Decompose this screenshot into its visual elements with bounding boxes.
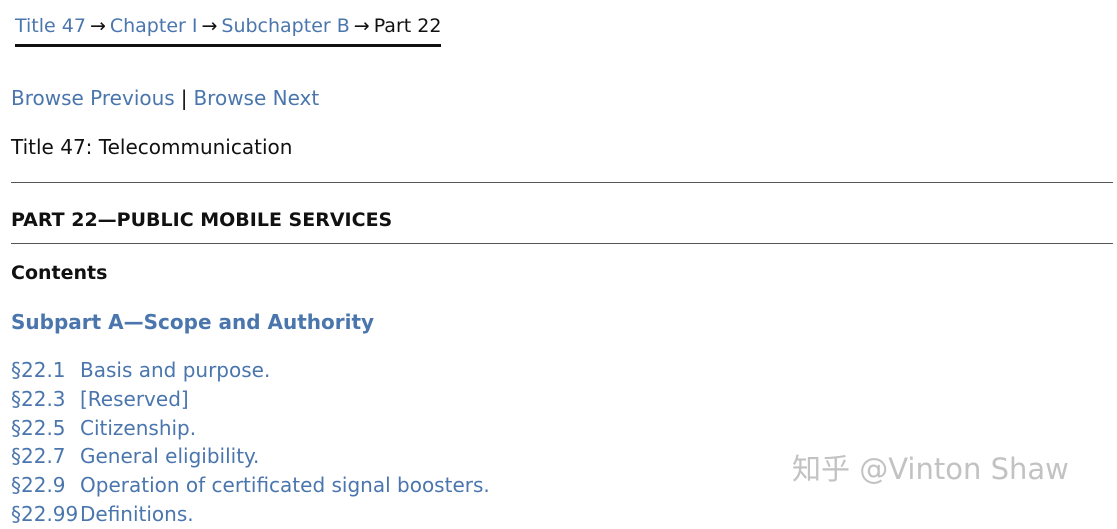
section-label: Operation of certificated signal booster…: [80, 473, 490, 498]
part-title: PART 22—PUBLIC MOBILE SERVICES: [11, 209, 393, 231]
subpart-a-link[interactable]: Subpart A—Scope and Authority: [11, 310, 375, 334]
list-item: §22.9 Operation of certificated signal bo…: [11, 471, 490, 500]
section-link-22-9[interactable]: §22.9 Operation of certificated signal bo…: [11, 473, 490, 497]
list-item: §22.99Definitions.: [11, 500, 490, 529]
section-link-22-3[interactable]: §22.3 [Reserved]: [11, 387, 189, 411]
browse-previous-link[interactable]: Browse Previous: [11, 86, 175, 110]
list-item: §22.3 [Reserved]: [11, 385, 490, 414]
browse-next-link[interactable]: Browse Next: [193, 86, 320, 110]
section-label: Definitions.: [80, 501, 194, 526]
breadcrumb-arrow: →: [201, 15, 218, 37]
contents-heading: Contents: [11, 262, 108, 284]
section-link-22-99[interactable]: §22.99Definitions.: [11, 502, 194, 526]
section-label: Citizenship.: [80, 415, 197, 440]
list-item: §22.1 Basis and purpose.: [11, 356, 490, 385]
section-number: §22.1: [11, 358, 66, 382]
watermark-text: 知乎 @Vinton Shaw: [792, 452, 1069, 486]
breadcrumb-title-47[interactable]: Title 47: [15, 15, 86, 37]
browse-navigation: Browse Previous|Browse Next: [11, 84, 319, 112]
browse-divider: |: [180, 86, 188, 110]
section-number: §22.7: [11, 444, 66, 469]
divider-rule: [11, 182, 1113, 183]
section-link-22-1[interactable]: §22.1 Basis and purpose.: [11, 358, 270, 382]
breadcrumb-chapter-i[interactable]: Chapter I: [109, 15, 198, 37]
section-label: General eligibility.: [80, 444, 260, 469]
section-number: §22.3: [11, 386, 66, 411]
section-link-22-5[interactable]: §22.5 Citizenship.: [11, 416, 196, 440]
section-label: [Reserved]: [80, 386, 189, 411]
breadcrumb-arrow: →: [353, 15, 370, 37]
title-heading: Title 47: Telecommunication: [11, 135, 293, 159]
breadcrumb-current-part: Part 22: [373, 15, 442, 37]
section-number: §22.9: [11, 473, 66, 498]
section-label: Basis and purpose.: [80, 358, 271, 382]
section-number: §22.5: [11, 415, 66, 440]
breadcrumb-subchapter-b[interactable]: Subchapter B: [221, 15, 350, 37]
list-item: §22.7 General eligibility.: [11, 442, 490, 471]
list-item: §22.5 Citizenship.: [11, 414, 490, 443]
section-number: §22.99: [11, 501, 79, 526]
breadcrumb-arrow: →: [89, 15, 106, 37]
section-link-22-7[interactable]: §22.7 General eligibility.: [11, 444, 259, 468]
divider-rule: [11, 243, 1113, 244]
breadcrumb: Title 47→Chapter I→Subchapter B→Part 22: [15, 12, 442, 47]
